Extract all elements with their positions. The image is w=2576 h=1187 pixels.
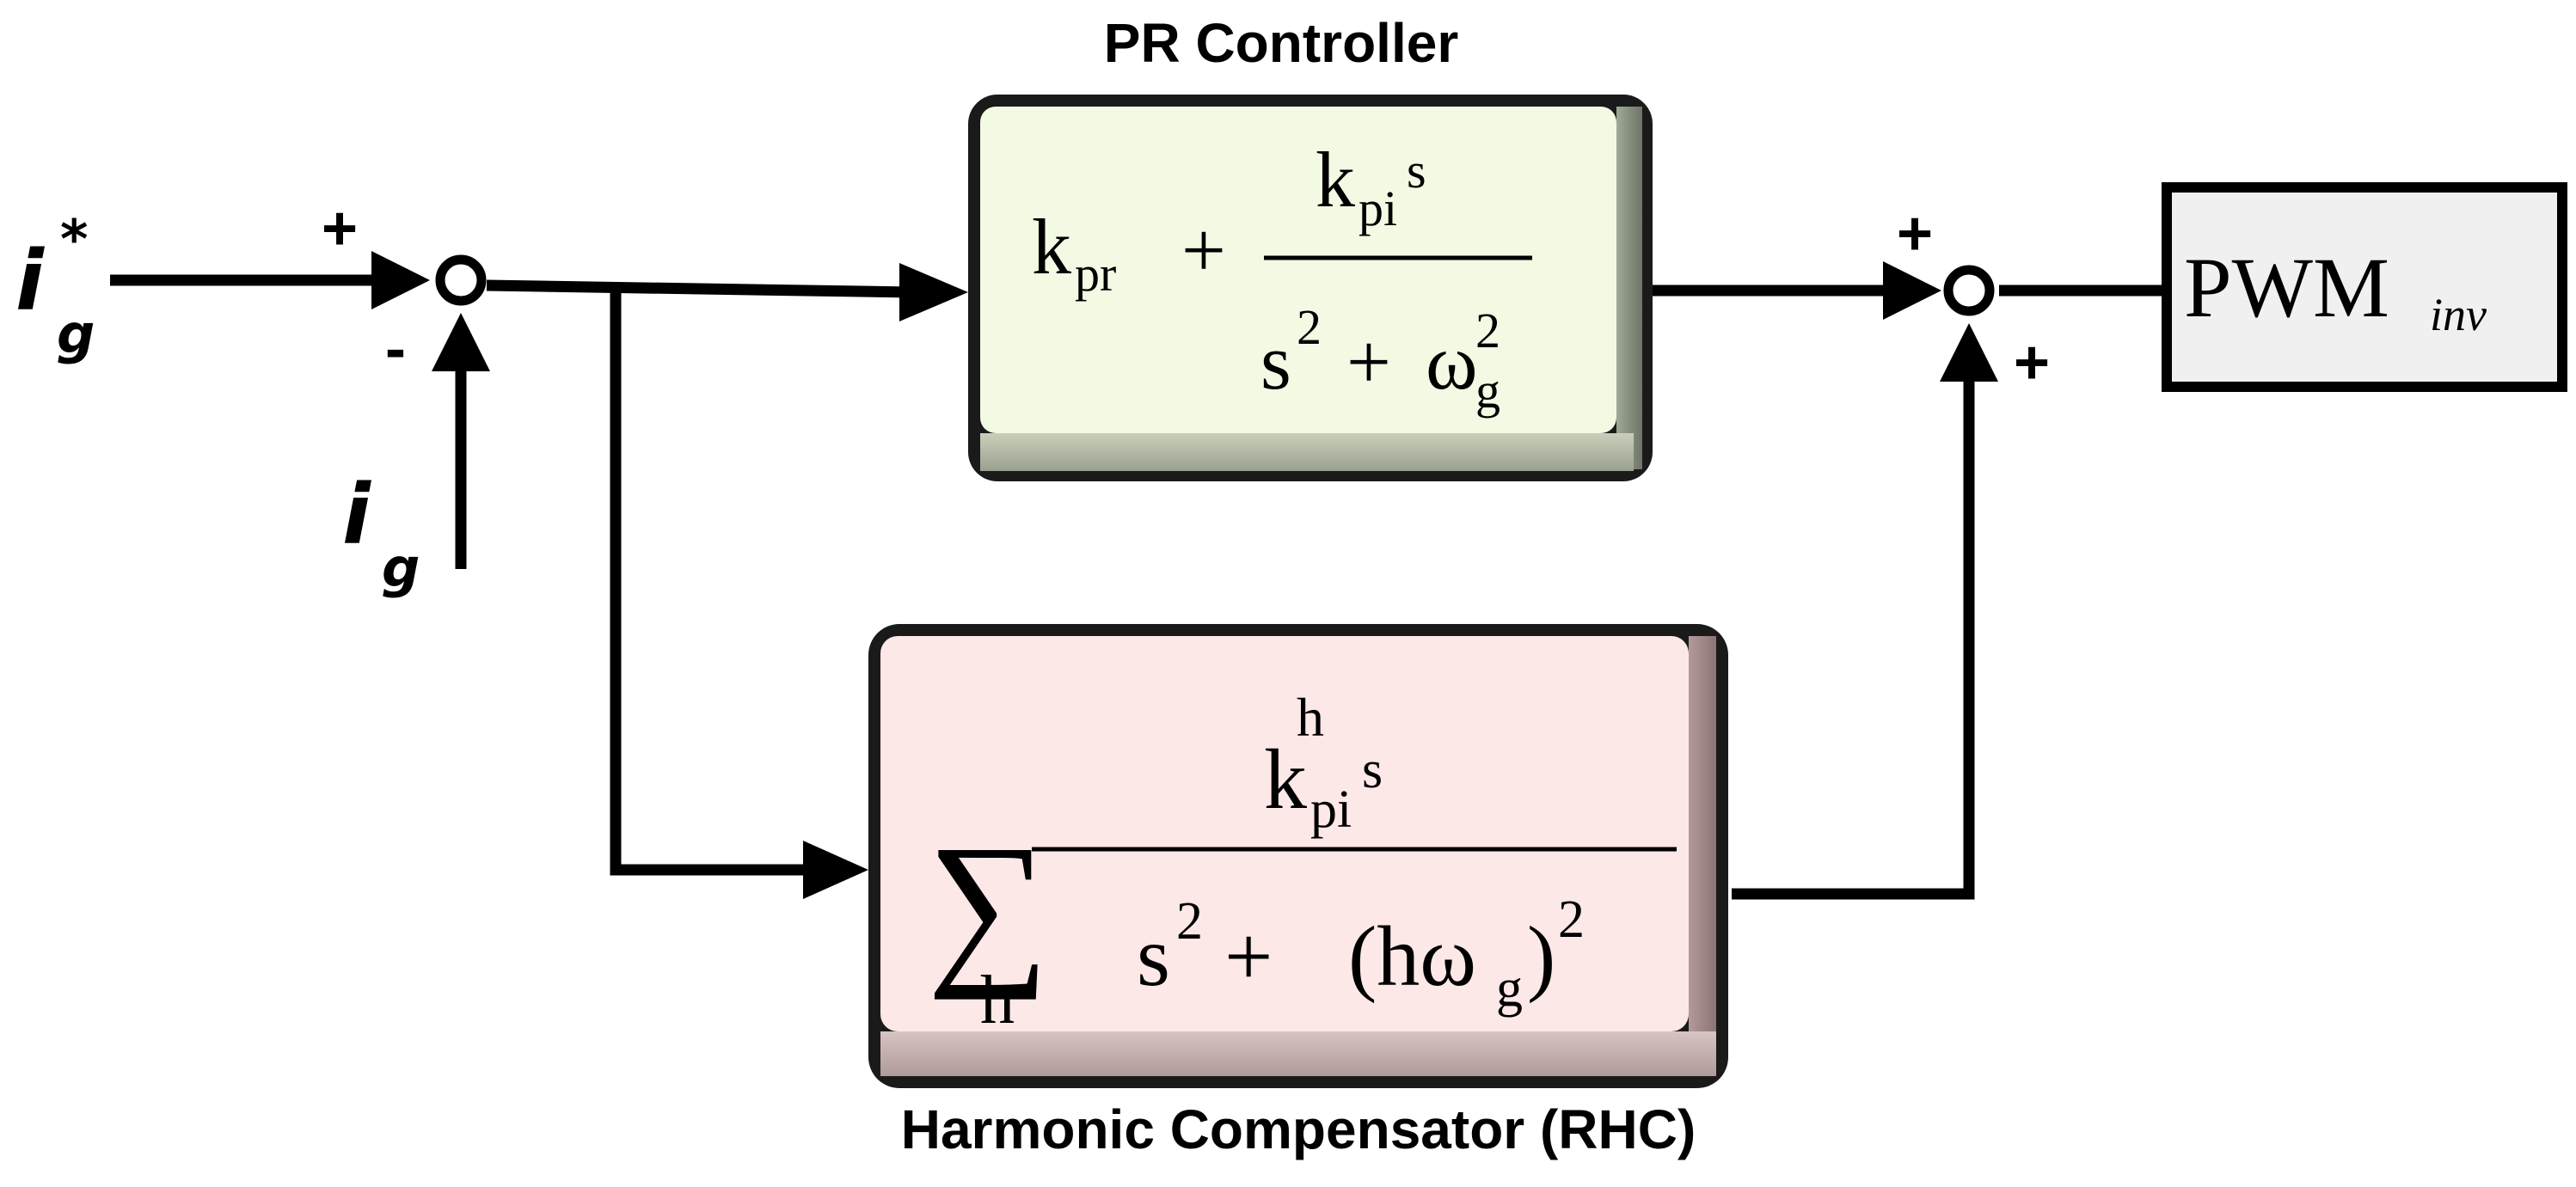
pr-num-k: k [1316,136,1355,223]
pr-num-subscript: pi [1359,180,1397,236]
arrow-into-pr [899,263,968,321]
reference-signal-label: i g * [15,208,95,365]
pwm-label: PWM [2184,240,2389,335]
pwm-block: PWM inv [2162,182,2567,392]
pr-num-s: s [1407,143,1426,199]
reference-superscript: * [60,208,88,271]
error-to-rhc-wire [610,285,812,876]
rhc-den-subscript: g [1496,959,1523,1018]
pwm-block-box [2162,182,2567,392]
pr-controller-caption: PR Controller [1104,12,1458,74]
arrow-into-sum2-bottom [1940,323,1998,382]
rhc-caption: Harmonic Compensator (RHC) [901,1098,1696,1160]
reference-i: i [15,233,45,329]
pr-den-omega: ω [1426,318,1478,406]
sum2-rhc-sign: + [2014,328,2050,397]
pr-den-exponent: 2 [1297,299,1322,355]
rhc-transfer-function: ∑ h h k pi s s 2 + (hω g ) 2 [927,687,1677,1038]
summing-junction-1 [435,254,487,306]
error-to-pr-wire [486,279,912,298]
rhc-den-exponent-2: 2 [1558,890,1585,949]
pr-controller-block [968,95,1653,481]
feedback-i: i [342,467,371,563]
feedback-subscript: g [382,536,420,599]
rhc-block-bottom-bevel [880,1031,1716,1076]
sum2-pr-sign: + [1897,199,1933,268]
rhc-num-subscript: pi [1310,780,1352,839]
sum1-reference-sign: + [322,194,358,263]
signal-wires [110,274,2167,900]
summing-junction-2 [1943,265,1995,316]
rhc-block-right-bevel [1689,636,1716,1076]
feedback-signal-label: i g [342,467,420,599]
rhc-num-k: k [1264,731,1307,827]
pr-kpr-k: k [1032,203,1071,291]
rhc-den-open: (hω [1348,909,1476,1004]
pr-plus: + [1181,206,1226,294]
rhc-num-s: s [1362,741,1383,799]
reference-subscript: g [57,303,95,365]
arrow-into-sum1-left [371,251,430,309]
pr-den-plus: + [1346,318,1391,406]
harmonic-compensator-block [868,624,1728,1088]
pr-den-omega-subscript: g [1475,363,1500,419]
arrow-into-rhc [803,841,868,899]
pwm-label-subscript: inv [2430,289,2487,340]
pr-den-omega-exponent: 2 [1475,303,1500,358]
rhc-den-plus: + [1224,909,1273,1004]
rhc-output-wire [1732,375,1975,900]
pr-block-face [980,107,1616,433]
rhc-den-s: s [1137,909,1170,1004]
rhc-den-exponent: 2 [1176,892,1203,951]
pr-block-bottom-bevel [980,433,1634,471]
pr-block-right-bevel [1616,107,1642,469]
arrowheads [371,251,1998,899]
arrow-into-sum1-bottom [432,313,490,371]
pr-transfer-function: k pr + k pi s s 2 + ω g 2 [1032,136,1532,419]
pr-kpr-subscript: pr [1075,246,1116,302]
rhc-num-h: h [1297,687,1324,748]
rhc-den-close: ) [1527,909,1555,1004]
sum1-feedback-sign: - [385,315,406,383]
pr-den-s: s [1260,318,1291,406]
rhc-sum-index: h [980,963,1015,1038]
arrow-into-sum2-left [1883,261,1941,320]
rhc-block-face [880,636,1689,1031]
rhc-sum-symbol: ∑ [927,811,1050,1000]
